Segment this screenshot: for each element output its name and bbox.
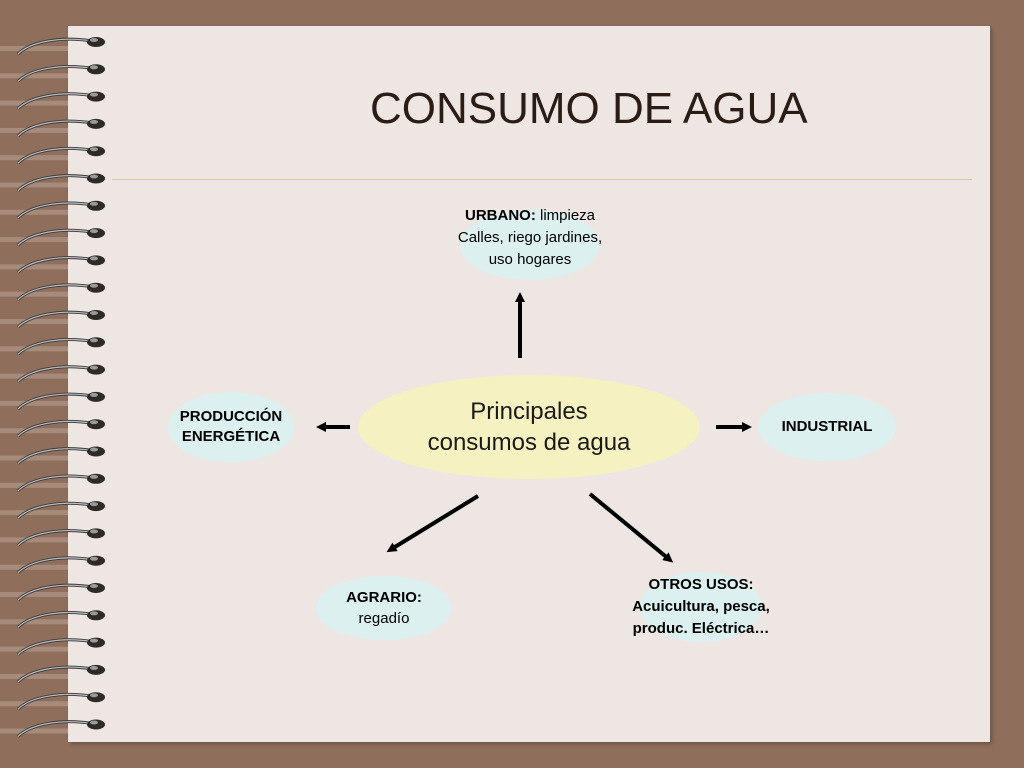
node-urbano: URBANO: limpieza Calles, riego jardines,… — [430, 205, 630, 271]
node-produccion-line2: ENERGÉTICA — [181, 428, 281, 445]
node-otros: OTROS USOS: Acuicultura, pesca, produc. … — [596, 574, 806, 640]
node-industrial-line1: INDUSTRIAL — [781, 418, 873, 435]
node-otros-line2: Acuicultura, pesca, — [632, 598, 770, 615]
spiral-binding-icon — [0, 37, 105, 738]
node-urbano-bold: URBANO: — [464, 207, 536, 224]
node-agrario-line1: AGRARIO: — [346, 589, 422, 606]
node-produccion: PRODUCCIÓN ENERGÉTICA — [168, 392, 294, 462]
node-agrario-line2: regadío — [358, 610, 410, 627]
node-agrario: AGRARIO: regadío — [316, 576, 452, 640]
node-otros-line1: OTROS USOS: — [648, 576, 754, 593]
node-urbano-rest: limpieza — [535, 207, 595, 224]
arrow-down-right-icon — [588, 492, 674, 563]
node-otros-bubble — [640, 572, 762, 642]
arrow-down-left-icon — [386, 494, 480, 553]
title-divider — [112, 179, 972, 180]
page-title: CONSUMO DE AGUA — [370, 84, 808, 133]
node-industrial: INDUSTRIAL — [758, 393, 896, 461]
node-center: Principales consumos de agua — [358, 375, 700, 479]
node-otros-line3: produc. Eléctrica… — [632, 620, 770, 637]
node-urbano-line3: uso hogares — [488, 251, 572, 268]
node-urbano-line2: Calles, riego jardines, — [457, 229, 603, 246]
node-produccion-line1: PRODUCCIÓN — [179, 408, 283, 425]
center-line1: Principales — [470, 398, 588, 425]
center-line2: consumos de agua — [427, 429, 631, 456]
node-urbano-bubble — [460, 210, 600, 280]
